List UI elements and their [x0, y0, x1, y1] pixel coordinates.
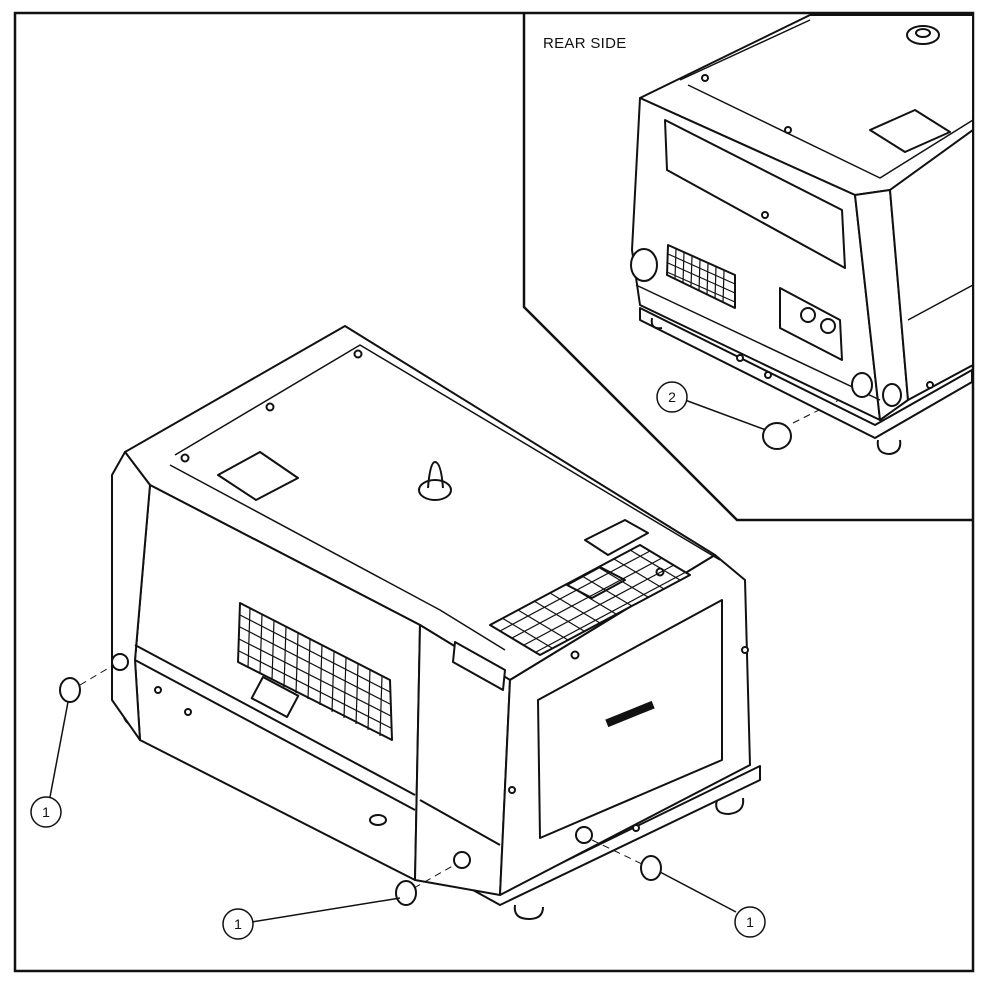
- lifting-eye-base: [418, 479, 452, 501]
- bolt: [508, 786, 516, 794]
- leader-lines: [49, 399, 767, 923]
- socket: [800, 307, 816, 323]
- end-vent: [452, 641, 506, 691]
- rear-plug-hole: [851, 372, 873, 398]
- callout-circle: [656, 381, 688, 413]
- roof-hatch-small: [584, 519, 649, 556]
- rear-foot: [876, 439, 902, 455]
- rear-side-trim: [907, 284, 974, 321]
- bolt: [184, 708, 192, 716]
- rear-base: [639, 307, 973, 439]
- skid-foot: [715, 797, 745, 815]
- plug-hole: [111, 653, 129, 671]
- axis-lines: [79, 391, 856, 889]
- bolt: [632, 824, 640, 832]
- side-vent-grid: [238, 607, 392, 737]
- plug-bottom-center: [395, 880, 417, 906]
- rear-vent-grid: [666, 248, 736, 304]
- roof-vent-grid: [499, 549, 687, 653]
- callout-number: 2: [668, 389, 676, 405]
- rear-panel: [664, 119, 846, 269]
- side-trim: [419, 799, 501, 846]
- bolt: [736, 354, 744, 362]
- bolt: [353, 349, 363, 359]
- bolt: [701, 74, 709, 82]
- plug-left: [59, 677, 81, 703]
- door-handle: [605, 700, 655, 728]
- bolt: [570, 650, 580, 660]
- plug-hole: [453, 851, 471, 869]
- rear-foot: [650, 317, 663, 330]
- lifting-eye: [427, 461, 444, 489]
- side-trim: [134, 644, 416, 796]
- bolt: [741, 646, 749, 654]
- bolt: [180, 453, 190, 463]
- inset-label: REAR SIDE: [543, 35, 627, 52]
- side-trim: [134, 659, 416, 811]
- callout-circles: [30, 381, 766, 940]
- rear-trim: [635, 284, 881, 401]
- bolt: [154, 686, 162, 694]
- latch: [369, 814, 387, 826]
- plug-hole: [575, 826, 593, 844]
- callout-circle: [734, 906, 766, 938]
- inset-boundary: [522, 13, 973, 522]
- rear-roof-rail: [687, 84, 974, 179]
- rear-side-hole: [882, 383, 902, 407]
- plug-bottom-right: [640, 855, 662, 881]
- callout-circle: [30, 796, 62, 828]
- bolt: [764, 371, 772, 379]
- rear-lifting-eye-hole: [915, 28, 931, 38]
- bolt: [761, 211, 769, 219]
- bolt: [265, 402, 275, 412]
- rear-plug: [762, 422, 792, 450]
- roof-rail: [174, 344, 721, 561]
- callout-circle: [222, 908, 254, 940]
- socket-panel: [779, 287, 843, 361]
- callout-number: 1: [746, 914, 754, 930]
- socket: [820, 318, 836, 334]
- plugs: [59, 677, 662, 906]
- callout-number: 1: [42, 804, 50, 820]
- access-door: [537, 599, 723, 839]
- side-vent: [237, 602, 393, 741]
- badge-plate: [250, 676, 300, 718]
- bolt: [784, 126, 792, 134]
- rear-exhaust: [630, 248, 658, 282]
- outer-border: [13, 11, 975, 973]
- rear-roof-rail: [679, 19, 811, 81]
- bolt: [926, 381, 934, 389]
- roof-hatch: [217, 451, 299, 501]
- main-generator: [111, 325, 761, 920]
- rear-generator: [630, 14, 974, 455]
- skid-foot: [513, 904, 544, 920]
- callout-number: 1: [234, 916, 242, 932]
- roof-rail: [169, 464, 506, 651]
- rear-hatch: [869, 109, 951, 153]
- rear-side: [889, 129, 974, 401]
